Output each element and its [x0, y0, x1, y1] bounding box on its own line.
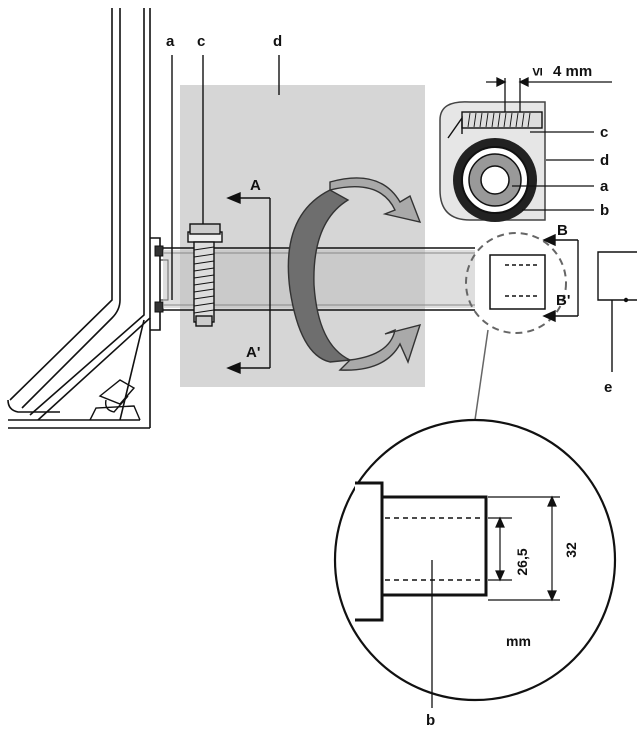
dim-inner-diameter: 26,5 — [514, 548, 530, 575]
zoom-detail — [333, 418, 617, 708]
label-A: A — [250, 177, 261, 194]
clamp-bolt — [187, 223, 223, 327]
gap-leq-symbol: ≤ — [529, 68, 546, 76]
clamp-label-d: d — [600, 152, 609, 169]
clamp-detail-leaders — [512, 131, 594, 211]
rotation-arrow-icon — [287, 177, 422, 371]
detail-marker-circle — [465, 232, 567, 334]
gap-text: 4 mm — [553, 63, 592, 80]
pipe — [163, 247, 475, 311]
section-line-A — [226, 191, 271, 375]
appliance-body — [7, 8, 161, 429]
section-line-B — [542, 233, 579, 323]
leader-lines-top — [171, 55, 280, 300]
part-e — [597, 251, 637, 372]
dim-unit: mm — [506, 633, 531, 649]
zoom-connector — [474, 329, 489, 421]
label-e: e — [604, 379, 612, 396]
clamp-label-b: b — [600, 202, 609, 219]
label-c: c — [197, 33, 205, 50]
gap-dimension — [486, 76, 612, 112]
clamp-detail — [439, 101, 546, 222]
label-a: a — [166, 33, 175, 50]
label-A-prime: A' — [246, 344, 260, 361]
zoom-label-b: b — [426, 712, 435, 729]
appliance-foot — [89, 379, 141, 421]
label-B-prime: B' — [556, 292, 570, 309]
clamp-label-c: c — [600, 124, 608, 141]
pipe-end — [489, 254, 546, 310]
clamp-label-a: a — [600, 178, 609, 195]
label-B: B — [557, 222, 568, 239]
label-d: d — [273, 33, 282, 50]
dim-outer-diameter: 32 — [563, 542, 579, 558]
